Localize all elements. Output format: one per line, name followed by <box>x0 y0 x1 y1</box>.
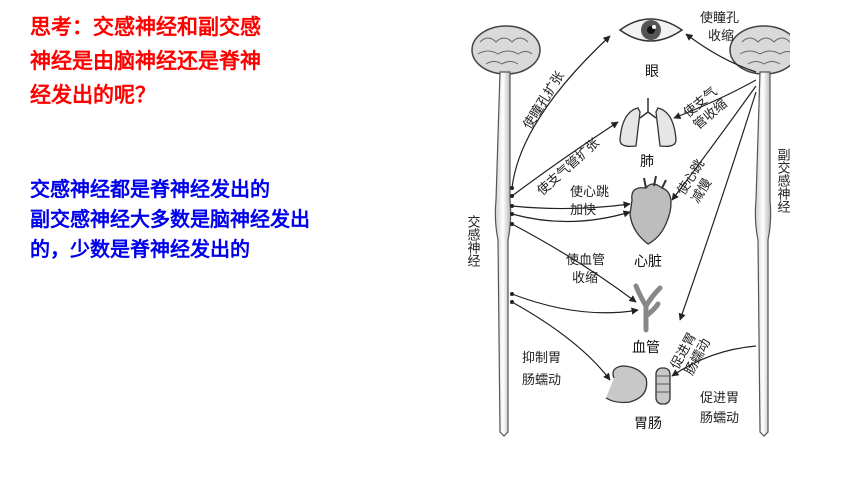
label-para-gut-lower-1: 促进胃 <box>700 391 739 406</box>
label-sym-vessel-2: 收缩 <box>572 270 598 286</box>
question-text: 思考：交感神经和副交感 神经是由脑神经还是脊神 经发出的呢？ <box>30 10 430 112</box>
sympathetic-dots <box>510 186 514 304</box>
nervous-system-diagram: 交感神经 副交感神经 眼 肺 心脏 血管 胃肠 <box>465 10 791 437</box>
label-sym-gut-2: 肠蠕动 <box>522 373 561 388</box>
label-sym-heart-1: 使心跳 <box>570 184 609 200</box>
organ-label-gut: 胃肠 <box>634 416 662 432</box>
organ-label-heart: 心脏 <box>634 254 662 270</box>
blood-vessel-icon <box>633 283 663 333</box>
parasympathetic-pathways <box>671 33 757 377</box>
parasympathetic-nerve-label: 副交感神经 <box>775 148 791 213</box>
sympathetic-nerve-label: 交感神经 <box>465 214 481 267</box>
organ-label-eye: 眼 <box>645 64 659 80</box>
sympathetic-pathways <box>511 35 639 381</box>
right-brain <box>729 25 790 75</box>
left-spinal-cord <box>494 71 512 437</box>
lung-icon <box>619 98 677 148</box>
label-sym-eye: 使瞳孔扩张 <box>520 69 568 133</box>
answer-line-3: 的，少数是脊神经发出的 <box>30 237 250 261</box>
label-para-eye-1: 使瞳孔 <box>700 10 739 26</box>
label-para-gut-lower-2: 肠蠕动 <box>700 411 739 426</box>
organ-label-vessel: 血管 <box>632 340 660 356</box>
organ-label-lung: 肺 <box>640 154 654 170</box>
heart-icon <box>629 175 672 245</box>
label-sym-vessel-1: 使血管 <box>566 252 605 268</box>
label-para-eye-2: 收缩 <box>708 28 734 44</box>
question-line-1: 思考：交感神经和副交感 <box>30 15 261 39</box>
eye-icon <box>618 18 684 42</box>
answer-line-2: 副交感神经大多数是脑神经发出 <box>30 207 310 231</box>
label-sym-gut-1: 抑制胃 <box>522 351 561 366</box>
question-line-2: 神经是由脑神经还是脊神 <box>30 49 261 73</box>
right-spinal-cord <box>754 71 772 437</box>
stomach-intestine-icon <box>605 365 671 405</box>
answer-text: 交感神经都是脊神经发出的 副交感神经大多数是脑神经发出 的，少数是脊神经发出的 <box>30 174 440 264</box>
left-brain <box>471 25 541 75</box>
question-line-3: 经发出的呢？ <box>30 83 156 107</box>
answer-line-1: 交感神经都是脊神经发出的 <box>30 177 270 201</box>
label-sym-heart-2: 加快 <box>570 203 596 218</box>
